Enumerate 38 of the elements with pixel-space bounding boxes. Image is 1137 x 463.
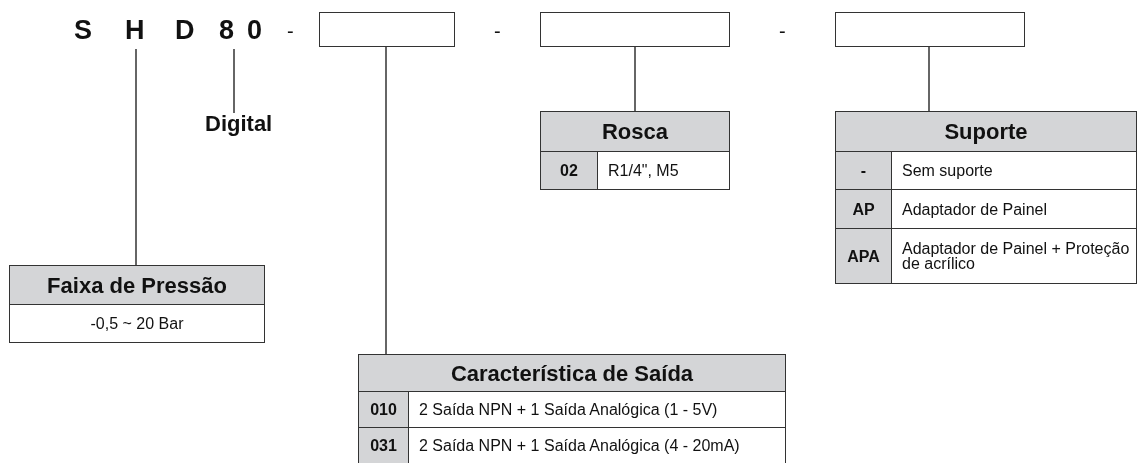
code-table bbox=[9, 265, 265, 343]
table-cell: -0,5 ~ 20 Bar bbox=[10, 304, 264, 342]
description-cell: Adaptador de Painel bbox=[892, 189, 1136, 228]
code-table bbox=[835, 111, 1137, 284]
code-letter: D bbox=[175, 19, 195, 41]
empty-code-box bbox=[835, 12, 1025, 47]
table-header: Característica de Saída bbox=[359, 355, 785, 391]
code-cell: APA bbox=[836, 228, 892, 283]
code-letter: 0 bbox=[247, 19, 263, 41]
empty-code-box bbox=[319, 12, 455, 47]
description-cell: R1/4", M5 bbox=[598, 151, 729, 189]
table-header: Rosca bbox=[541, 112, 729, 151]
code-cell: 031 bbox=[359, 427, 409, 463]
description-cell: Adaptador de Painel + Proteção de acrílico bbox=[892, 228, 1136, 283]
code-table bbox=[540, 111, 730, 190]
separator-dash: - bbox=[287, 24, 294, 38]
code-letter: S bbox=[74, 19, 92, 41]
code-cell: 010 bbox=[359, 391, 409, 427]
description-cell: 2 Saída NPN + 1 Saída Analógica (4 - 20mA) bbox=[409, 427, 785, 463]
code-table bbox=[358, 354, 786, 463]
separator-dash: - bbox=[494, 24, 501, 38]
option-label: Digital bbox=[205, 113, 273, 135]
leader-line bbox=[928, 46, 930, 112]
code-cell: AP bbox=[836, 189, 892, 228]
leader-line bbox=[634, 46, 636, 112]
code-cell: - bbox=[836, 151, 892, 189]
code-letter: 8 bbox=[219, 19, 235, 41]
leader-line bbox=[233, 48, 235, 114]
description-cell: Sem suporte bbox=[892, 151, 1136, 189]
empty-code-box bbox=[540, 12, 730, 47]
separator-dash: - bbox=[779, 24, 786, 38]
leader-line bbox=[135, 48, 137, 266]
table-header: Faixa de Pressão bbox=[10, 266, 264, 304]
code-cell: 02 bbox=[541, 151, 598, 189]
leader-line bbox=[385, 46, 387, 355]
table-header: Suporte bbox=[836, 112, 1136, 151]
description-cell: 2 Saída NPN + 1 Saída Analógica (1 - 5V) bbox=[409, 391, 785, 427]
code-letter: H bbox=[125, 19, 145, 41]
